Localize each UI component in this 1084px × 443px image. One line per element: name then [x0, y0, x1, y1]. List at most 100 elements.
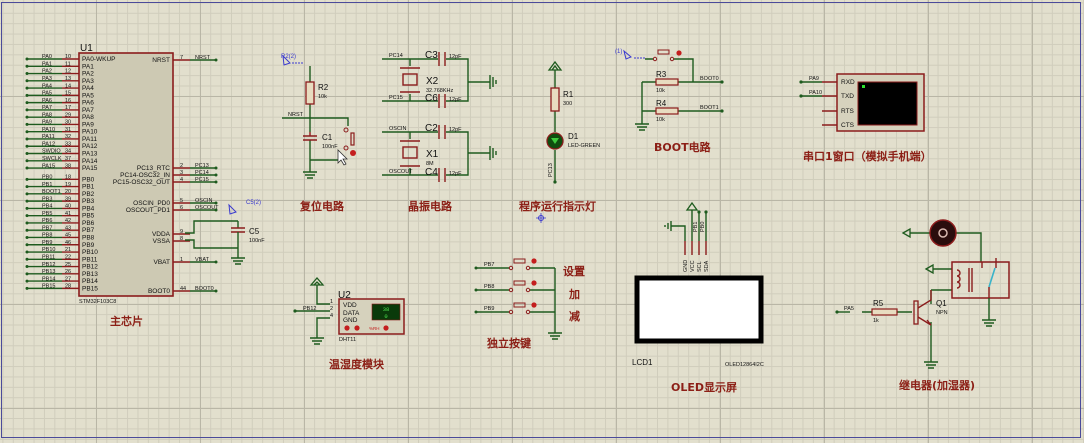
relay-body[interactable] [951, 261, 1010, 299]
r5-resistor[interactable] [871, 308, 898, 316]
u1-pin-number: 7 [180, 55, 183, 61]
mouse-cursor-icon [337, 149, 348, 166]
r2-resistor[interactable] [305, 81, 315, 105]
key-button-pb9[interactable]: PB9 [474, 302, 556, 315]
r4-resistor[interactable] [655, 107, 679, 115]
r5-value: 1k [873, 318, 879, 324]
relay-switch-contact[interactable] [988, 267, 996, 288]
run-led-circuit[interactable]: R1 300 D1 LED-GREEN PC13 程序运行指示灯 [519, 60, 600, 223]
r1-resistor[interactable] [550, 87, 560, 112]
terminal-screen[interactable] [857, 81, 918, 126]
r3-resistor[interactable] [655, 78, 679, 86]
reset-circuit[interactable]: R2(2) R2 10k NRST C1 100nF 复位电路 [281, 54, 356, 213]
d1-value: LED-GREEN [568, 143, 600, 149]
dht-mode-button[interactable] [383, 325, 389, 331]
reset-probe-icon[interactable] [282, 54, 291, 66]
u1-body[interactable] [78, 52, 174, 297]
dht-button-up[interactable] [354, 325, 360, 331]
oled-display[interactable]: PB1 PB0 GND VCC SCL SDA LCD1 OLED12864I2… [632, 201, 764, 394]
boot-button[interactable] [652, 49, 682, 62]
c3-c6-capacitors[interactable] [438, 52, 446, 108]
x1-value: 8M [426, 161, 434, 167]
reset-button[interactable] [343, 127, 356, 156]
oled-power-icon [685, 201, 699, 211]
r3-value: 10k [656, 88, 665, 94]
boot-ground-icon [635, 123, 649, 131]
u1-pin-net: SWDIO [42, 149, 61, 155]
u1-pin-name: PC13_RTC [137, 165, 170, 172]
dht11-module[interactable]: PB12 U2 1 2 4 VDD DATA GND 38 0 %RH DHT1… [293, 277, 405, 371]
key-button-pb8[interactable]: PB8 [474, 280, 556, 293]
u1-pin-number: 2 [180, 163, 183, 169]
boot0-dot [720, 80, 724, 84]
relay-circuit[interactable]: PA5 R5 1k Q1 NPN 继电器(加湿器) [835, 219, 1010, 392]
humidifier-motor[interactable] [929, 219, 957, 247]
crystal-circuit[interactable]: PC14 PC15 X2 32.768KHz C3 12pF C6 12pF O… [382, 50, 497, 213]
u1-pin-net: NRST [195, 55, 211, 61]
dht-pin-num-1: 1 [330, 299, 333, 305]
u1-pin-number: 8 [180, 236, 183, 242]
c2-ref: C2 [425, 123, 438, 134]
uart-terminal[interactable]: PA9 PA10 RXD TXD RTS CTS 串口1窗口（模拟手机端） [799, 73, 932, 163]
c1-capacitor[interactable] [303, 132, 317, 141]
x2-crystal[interactable] [402, 73, 418, 86]
dht-button-down[interactable] [344, 325, 350, 331]
key-label-minus: 减 [569, 309, 580, 323]
c5-probe-icon[interactable] [228, 203, 237, 215]
u1-pin-number: 1 [180, 257, 183, 263]
q1-transistor[interactable] [913, 290, 932, 326]
boot-probe-icon[interactable] [623, 49, 632, 60]
u1-pin-net: PB0 [42, 175, 52, 181]
oled-screen[interactable] [634, 275, 764, 344]
boot-circuit[interactable]: (1) R3 10k R4 10k BOOT0 BOOT1 BOOT电路 [615, 49, 724, 154]
c2-c4-capacitors[interactable] [438, 125, 446, 182]
x1-crystal[interactable] [402, 146, 418, 159]
key-button-pb7[interactable]: PB7 [474, 258, 556, 271]
